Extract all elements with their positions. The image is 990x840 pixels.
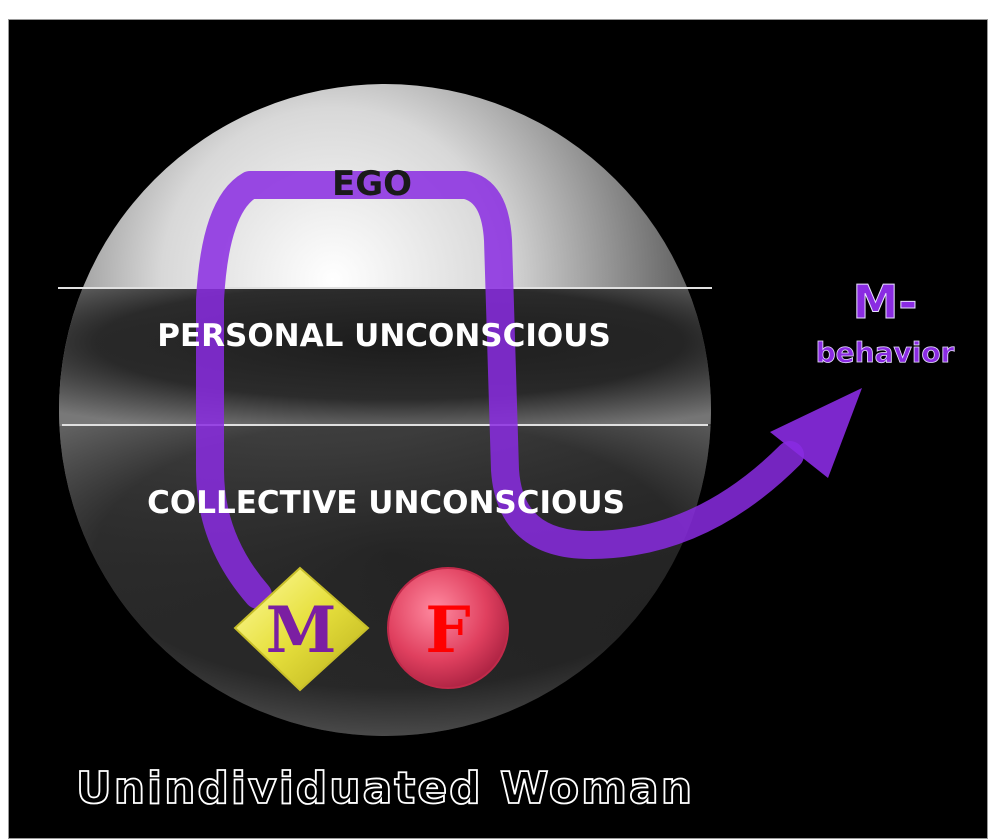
ego-label: EGO <box>332 164 412 204</box>
feminine-archetype-symbol: F <box>388 568 508 688</box>
m-behavior-label-line1: M- <box>853 275 918 329</box>
m-behavior-label-line2: behavior <box>816 336 955 369</box>
personal-unconscious-label: PERSONAL UNCONSCIOUS <box>157 318 611 354</box>
feminine-archetype-letter: F <box>425 593 470 668</box>
collective-unconscious-label: COLLECTIVE UNCONSCIOUS <box>147 485 625 521</box>
diagram-caption: Unindividuated Woman <box>76 763 694 814</box>
masculine-archetype-letter: M <box>266 593 337 668</box>
